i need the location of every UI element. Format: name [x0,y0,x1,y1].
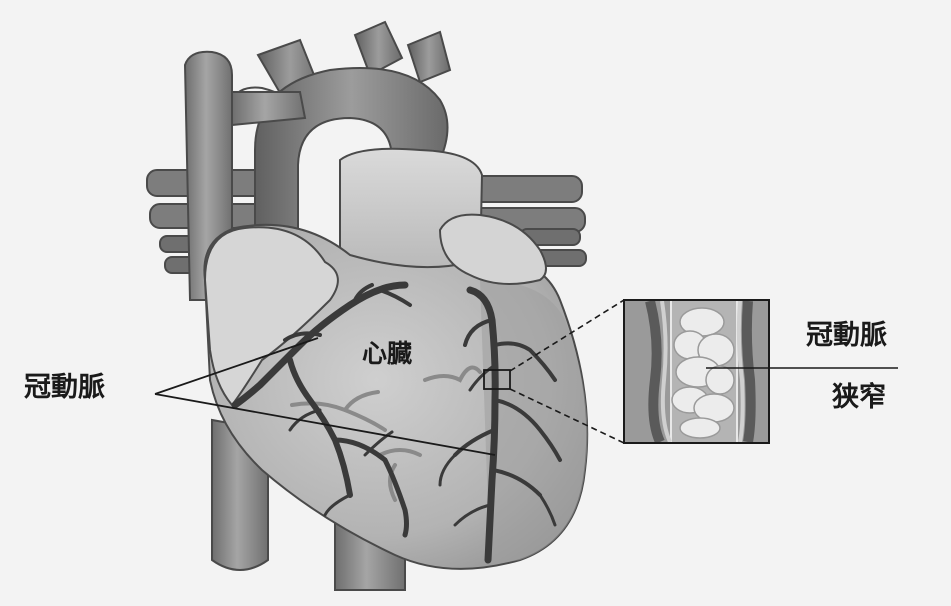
heart-label: 心臓 [362,341,412,366]
stenosis-label: 狭窄 [832,384,886,411]
stenosis-inset [624,300,769,443]
coronary-artery-label-left: 冠動脈 [24,374,105,401]
coronary-artery-label-right: 冠動脈 [806,322,887,349]
